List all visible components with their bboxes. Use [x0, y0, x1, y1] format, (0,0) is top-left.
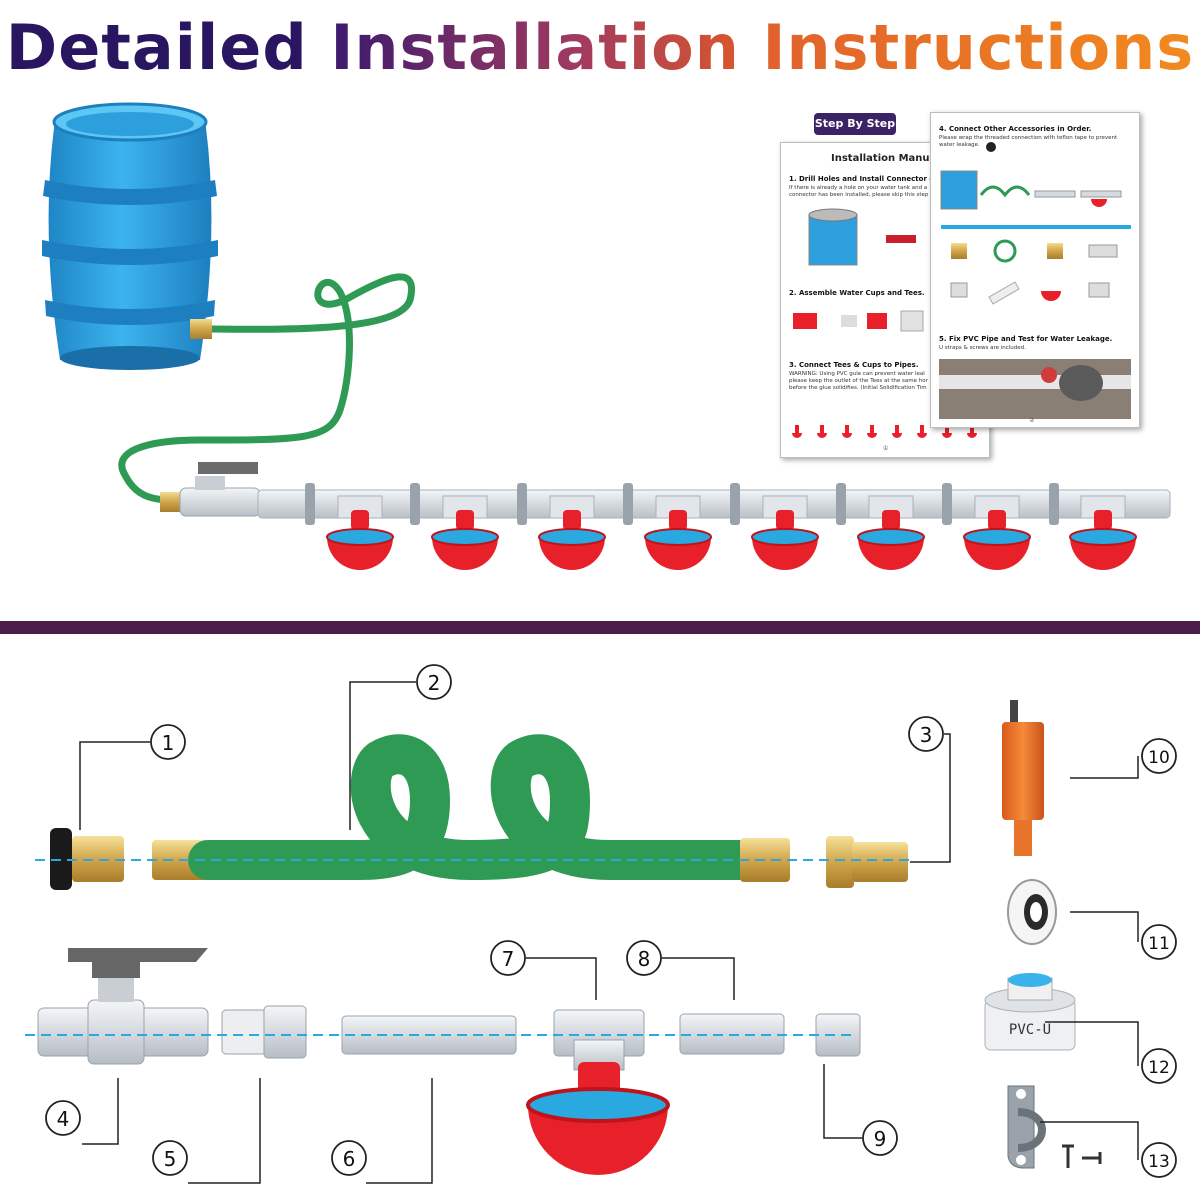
leader-lines	[79, 681, 1139, 1184]
top-valve	[160, 462, 261, 517]
part-pvc-glue	[984, 973, 1076, 1051]
water-cup	[1069, 495, 1137, 570]
pipe-clamp	[305, 483, 315, 525]
section-divider	[0, 621, 1200, 634]
mini-cup	[892, 425, 902, 438]
part-hole-saw-drill	[1002, 700, 1044, 856]
water-cup	[751, 495, 819, 570]
manual-step3-text1: WARNING: Using PVC gule can prevent wate…	[789, 371, 925, 377]
callout-13: 13	[1148, 1152, 1170, 1172]
mini-cup	[967, 425, 977, 438]
part-tee-and-cup	[526, 1009, 670, 1175]
part-garden-hose	[152, 734, 790, 882]
water-cup	[431, 495, 499, 570]
part-threaded-adapter	[221, 1005, 307, 1059]
top-cup-row	[305, 483, 1137, 570]
manual-step1-head: 1. Drill Holes and Install Connector on …	[789, 175, 960, 183]
manual-page-number-1: ①	[883, 445, 889, 452]
pipe-clamp	[623, 483, 633, 525]
title-word-installation: Installation	[330, 11, 740, 84]
manual-page-2-art	[939, 142, 1131, 419]
manual-step3-text2: please keep the outlet of the Tees at th…	[789, 378, 928, 384]
pipe-clamp	[410, 483, 420, 525]
step-by-step-badge: Step By Step	[814, 113, 896, 135]
callout-1: 1	[162, 731, 175, 755]
water-barrel	[42, 102, 218, 370]
page-title: Detailed Installation Instructions	[0, 8, 1200, 88]
callout-12: 12	[1148, 1058, 1170, 1078]
water-cup	[326, 495, 394, 570]
pipe-clamp	[517, 483, 527, 525]
pipe-clamp	[836, 483, 846, 525]
mini-cup	[867, 425, 877, 438]
manual-title: Installation Manual	[831, 153, 940, 164]
callout-numbers: 1 2 3 4 5 6 7 8 9 10 11 12 13	[57, 671, 1170, 1172]
water-cup	[644, 495, 712, 570]
manual-step5-text: U straps & screws are included.	[939, 345, 1026, 351]
part-brass-adapter	[826, 836, 908, 888]
pipe-clamp	[942, 483, 952, 525]
manual-step1-text2: connector has been installed, please ski…	[789, 192, 929, 198]
manual-step4-text2: water leakage.	[939, 142, 980, 148]
manual-step3-text3: before the glue solidifies. (Initial Sol…	[789, 385, 927, 391]
callout-10: 10	[1148, 748, 1170, 768]
manual-page-number-2: ②	[1029, 417, 1035, 424]
mini-cup	[942, 425, 952, 438]
pipe-clamp	[730, 483, 740, 525]
manual-step3-head: 3. Connect Tees & Cups to Pipes.	[789, 361, 919, 369]
title-word-instructions: Instructions	[762, 11, 1195, 84]
callout-6: 6	[343, 1147, 356, 1171]
overview-illustration	[42, 102, 1171, 570]
glue-label: PVC-U	[1009, 1022, 1051, 1038]
mini-cup	[817, 425, 827, 438]
water-cup	[857, 495, 925, 570]
callout-2: 2	[428, 671, 441, 695]
callout-11: 11	[1148, 934, 1170, 954]
water-cup	[538, 495, 606, 570]
part-u-strap-screws	[1007, 1085, 1102, 1169]
callout-circles	[45, 664, 1177, 1178]
barrel-connector	[190, 319, 212, 339]
callout-3: 3	[920, 723, 933, 747]
part-end-cap	[815, 1013, 861, 1057]
manual-page-2: 4. Connect Other Accessories in Order. P…	[930, 112, 1140, 428]
callout-8: 8	[638, 947, 651, 971]
callout-7: 7	[502, 947, 515, 971]
mini-cup	[842, 425, 852, 438]
callout-5: 5	[164, 1147, 177, 1171]
mini-cup	[917, 425, 927, 438]
callout-9: 9	[874, 1127, 887, 1151]
manual-step4-head: 4. Connect Other Accessories in Order.	[939, 125, 1092, 133]
callout-4: 4	[57, 1107, 70, 1131]
part-teflon-tape	[1007, 879, 1057, 945]
pipe-clamp	[1049, 483, 1059, 525]
water-cup	[963, 495, 1031, 570]
manual-step5-head: 5. Fix PVC Pipe and Test for Water Leaka…	[939, 335, 1113, 343]
top-hose	[118, 273, 415, 504]
manual-step1-text1: If there is already a hole on your water…	[789, 185, 928, 191]
manual-step2-head: 2. Assemble Water Cups and Tees.	[789, 289, 925, 297]
title-word-detailed: Detailed	[5, 11, 308, 84]
manual-step4-text1: Please wrap the threaded connection with…	[939, 135, 1118, 141]
part-ball-valve	[37, 948, 209, 1065]
manual-page-1-art	[792, 208, 977, 438]
mini-cup	[792, 425, 802, 438]
